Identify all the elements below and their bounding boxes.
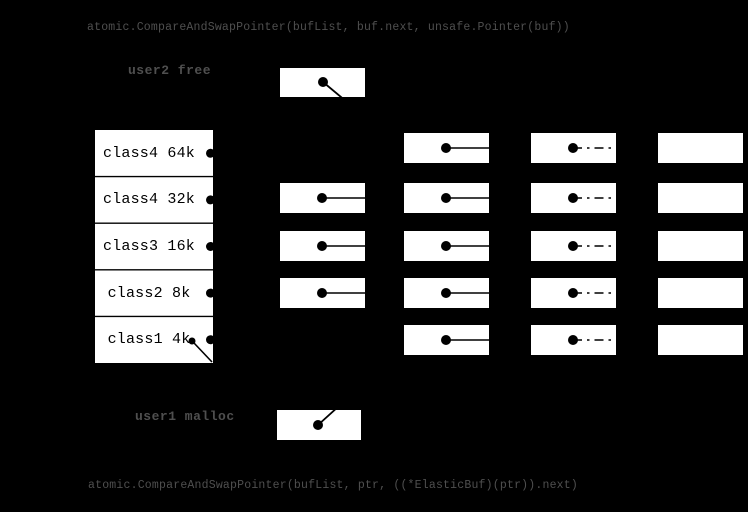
size-class-label: class1 4k (107, 331, 191, 349)
buf-node-col-2-row5 (404, 325, 489, 355)
buf-node-col-4-row1 (658, 133, 743, 163)
buf-node-col-2-row4 (404, 278, 489, 308)
next-pointer-icon (441, 241, 489, 251)
next-pointer-icon (441, 143, 489, 153)
buf-node-col-3-row1 (531, 133, 616, 163)
pointer-down-right-icon (318, 77, 343, 97)
dashdot-pointer-icon (568, 143, 616, 153)
dashdot-pointer-icon (568, 335, 616, 345)
size-class-row: class1 4k (95, 316, 213, 363)
buf-node-col-2-row2 (404, 183, 489, 213)
next-pointer-icon (441, 193, 489, 203)
size-class-label: class2 8k (107, 284, 191, 302)
buf-node-col-4-row3 (658, 231, 743, 261)
buf-node-col-4-row5 (658, 325, 743, 355)
next-pointer-icon (441, 335, 489, 345)
user1-malloc-label: user1 malloc (135, 409, 235, 424)
buf-node-col-4-row4 (658, 278, 743, 308)
size-class-label: class3 16k (102, 237, 195, 255)
next-pointer-icon (441, 288, 489, 298)
next-pointer-icon (317, 241, 365, 251)
dashdot-pointer-icon (568, 193, 616, 203)
buf-node-col-2-row1 (404, 133, 489, 163)
size-class-row: class4 32k (95, 176, 213, 224)
size-class-row: class4 64k (95, 130, 213, 177)
buf-node-col-3-row5 (531, 325, 616, 355)
size-class-row: class3 16k (95, 223, 213, 270)
pointer-up-right-icon (313, 410, 336, 430)
size-class-label: class4 64k (102, 144, 195, 162)
buf-node-col-2-row3 (404, 231, 489, 261)
cas-malloc-code-line: atomic.CompareAndSwapPointer(bufList, pt… (88, 479, 578, 492)
buf-node-col-3-row2 (531, 183, 616, 213)
user2-pointer-box (280, 68, 365, 97)
buf-node-col-1-row4 (280, 278, 365, 308)
buf-node-col-4-row2 (658, 183, 743, 213)
next-pointer-icon (317, 193, 365, 203)
dashdot-pointer-icon (568, 241, 616, 251)
next-pointer-icon (317, 288, 365, 298)
user2-free-label: user2 free (128, 63, 212, 78)
buf-node-col-3-row4 (531, 278, 616, 308)
size-class-row: class2 8k (95, 269, 213, 317)
dashdot-pointer-icon (568, 288, 616, 298)
buf-node-col-1-row3 (280, 231, 365, 261)
user1-pointer-box (277, 410, 361, 440)
buf-node-col-3-row3 (531, 231, 616, 261)
size-class-label: class4 32k (102, 191, 195, 209)
cas-free-code-line: atomic.CompareAndSwapPointer(bufList, bu… (87, 21, 570, 34)
size-class-column: class4 64k class4 32k class3 16k class2 8k c… (95, 130, 213, 363)
buf-node-col-1-row2 (280, 183, 365, 213)
